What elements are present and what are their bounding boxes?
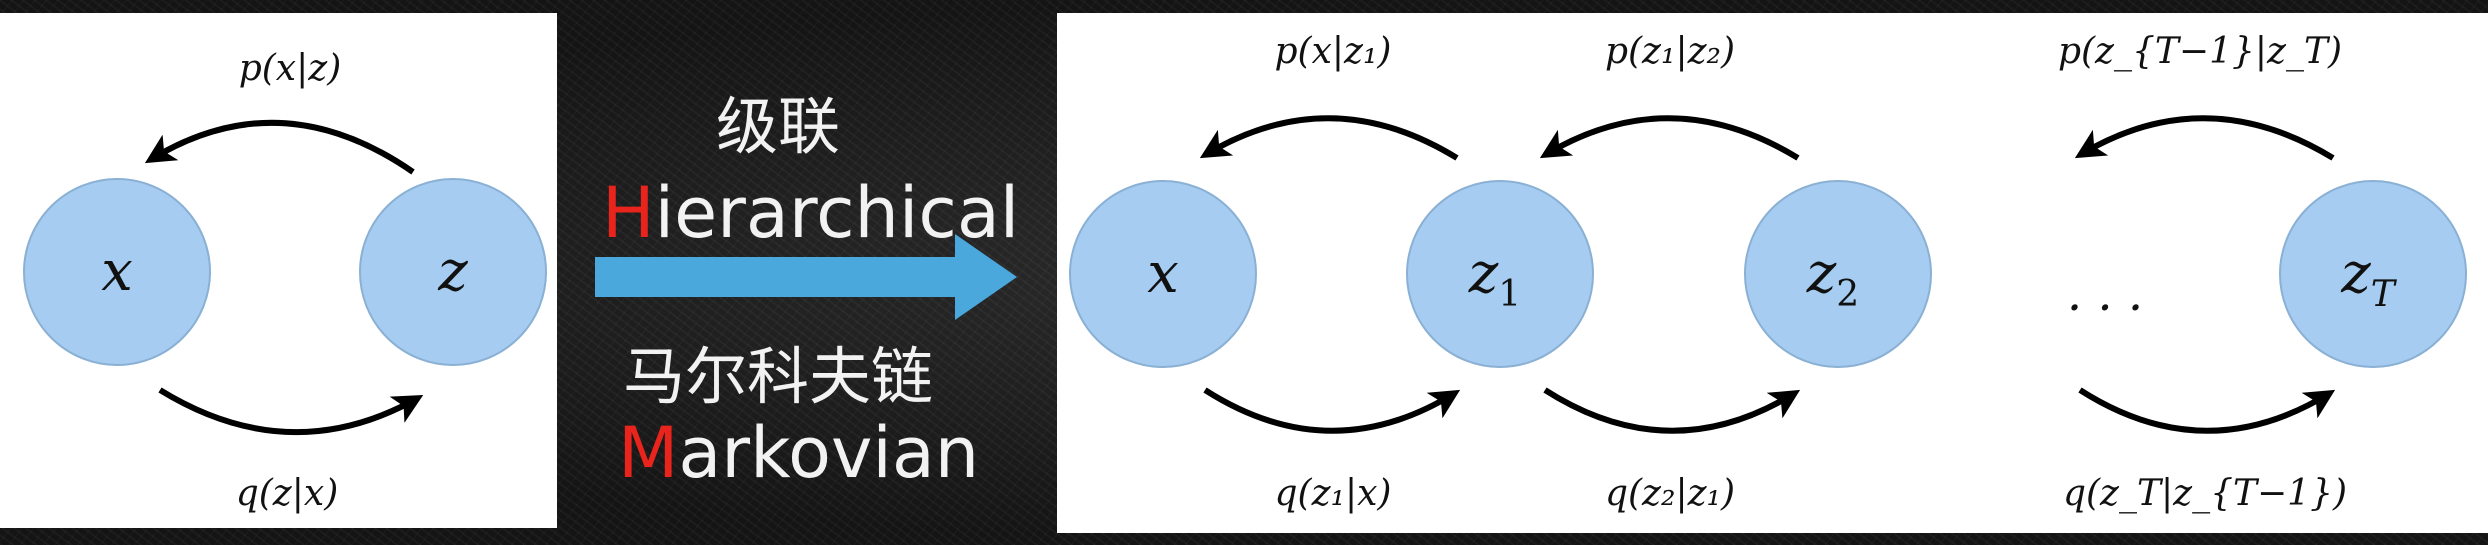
node-z	[359, 178, 547, 366]
left-panel: x z p(x|z) q(z|x)	[0, 13, 557, 528]
node-x-label: x	[101, 239, 133, 304]
node-x	[23, 178, 211, 366]
node-zT	[2279, 180, 2467, 368]
arrow-p-3	[2074, 115, 2335, 161]
label-q-z2-given-z1: q(z₂|z₁)	[1605, 473, 1735, 514]
label-q-zT-given-zT1: q(z_T|z_{T−1})	[2063, 473, 2347, 514]
label-p-zT1-given-zT: p(z_{T−1}|z_T)	[2058, 31, 2342, 72]
label-p-x-given-z: p(x|z)	[239, 48, 342, 89]
node-z2	[1744, 180, 1932, 368]
arrow-q-2	[1543, 387, 1801, 434]
node-z2-label: z2	[1806, 241, 1859, 315]
arrow-p-left	[144, 119, 415, 175]
label-p-z1-given-z2: p(z₁|z₂)	[1605, 31, 1735, 72]
arrow-p-2	[1539, 115, 1800, 161]
arrow-p-1	[1199, 115, 1459, 161]
node-z-label: z	[437, 239, 468, 304]
text-cascade-zh: 级联	[716, 90, 840, 163]
node-z1-label: z1	[1468, 241, 1521, 315]
label-p-x-given-z1: p(x|z₁)	[1275, 31, 1392, 72]
middle-section: 级联 Hierarchical 马尔科夫链 Markovian	[595, 90, 1019, 494]
node-x-right-label: x	[1147, 241, 1179, 306]
text-markov-chain-zh: 马尔科夫链	[623, 340, 933, 413]
text-markovian-rest: arkovian	[678, 412, 979, 494]
text-hierarchical: Hierarchical	[602, 172, 1019, 254]
right-panel: x z1 z2 zT . . . p(x|z₁) p(z₁|z₂) p(z_{T…	[1057, 13, 2488, 533]
node-z1	[1406, 180, 1594, 368]
ellipsis: . . .	[2067, 266, 2143, 322]
node-x-right	[1069, 180, 1257, 368]
node-zT-label: zT	[2340, 241, 2398, 315]
arrow-q-3	[2078, 387, 2336, 434]
label-q-z1-given-x: q(z₁|x)	[1275, 473, 1392, 514]
arrow-q-left	[158, 387, 424, 436]
text-hierarchical-initial: H	[602, 172, 655, 254]
label-q-z-given-x: q(z|x)	[236, 473, 339, 514]
text-markovian: Markovian	[618, 412, 979, 494]
text-markovian-initial: M	[618, 412, 678, 494]
big-arrow	[595, 234, 1017, 320]
arrow-q-1	[1203, 387, 1461, 434]
